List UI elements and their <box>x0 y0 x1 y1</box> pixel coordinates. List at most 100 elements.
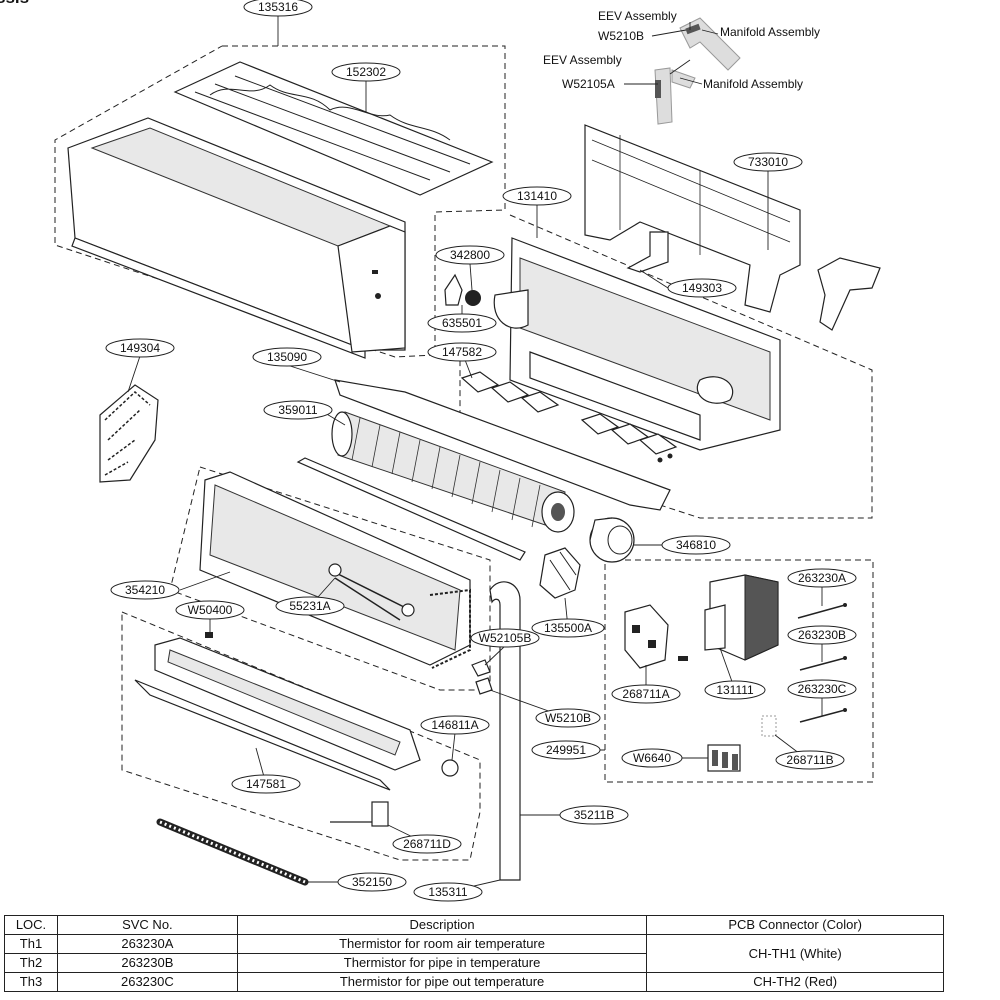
table-row: Th2 263230B Thermistor for pipe in tempe… <box>4 953 944 973</box>
header-pcb-connector: PCB Connector (Color) <box>646 915 944 935</box>
callout-eev-assembly-2: EEV Assembly <box>543 53 622 67</box>
svg-text:263230B: 263230B <box>798 628 846 642</box>
label-268711B: 268711B <box>775 750 845 770</box>
svg-text:147582: 147582 <box>442 345 482 359</box>
svg-text:W6640: W6640 <box>633 751 671 765</box>
label-W50400: W50400 <box>175 600 245 620</box>
label-35211B: 35211B <box>559 805 629 825</box>
side-cover-left-part <box>99 384 159 483</box>
svg-text:135090: 135090 <box>267 350 307 364</box>
callout-w5210b: W5210B <box>598 29 644 43</box>
callout-eev-assembly-1: EEV Assembly <box>598 9 677 23</box>
cell-connector: CH-TH1 (White) <box>646 934 944 973</box>
step-motor-part <box>444 273 481 306</box>
callout-w52105a: W52105A <box>562 77 615 91</box>
svg-text:131410: 131410 <box>517 189 557 203</box>
svg-text:268711A: 268711A <box>622 687 669 701</box>
installation-plate-part <box>584 124 801 313</box>
cell-loc: Th1 <box>4 934 58 954</box>
cell-svc: 263230B <box>56 953 238 973</box>
pipe-clips-part <box>471 659 493 695</box>
front-panel-part <box>67 117 406 359</box>
label-135316: 135316 <box>243 0 313 17</box>
small-connector-part <box>761 715 777 737</box>
cell-svc: 263230A <box>56 934 238 954</box>
group-outline-evaporator <box>169 466 491 691</box>
cell-desc: Thermistor for room air temperature <box>236 934 648 954</box>
stabilizer-part <box>334 379 671 511</box>
header-description: Description <box>236 915 648 935</box>
label-W52105B: W52105B <box>470 628 540 648</box>
label-135500A: 135500A <box>531 618 605 638</box>
svg-text:354210: 354210 <box>125 583 165 597</box>
evaporator-part <box>199 471 471 669</box>
cell-connector: CH-TH2 (Red) <box>646 972 944 992</box>
label-131410: 131410 <box>502 186 572 206</box>
label-55231A: 55231A <box>275 596 345 616</box>
chassis-body-part <box>493 237 781 451</box>
svg-text:135316: 135316 <box>258 0 298 14</box>
table-row: Th3 263230C Thermistor for pipe out temp… <box>4 972 944 992</box>
drain-pan-part <box>134 637 421 791</box>
svg-text:146811A: 146811A <box>431 718 478 732</box>
exploded-parts-diagram: 135316 152302 733010 131410 342800 14930… <box>54 0 881 902</box>
cell-svc: 263230C <box>56 972 238 992</box>
svg-text:35211B: 35211B <box>574 808 614 822</box>
label-268711A: 268711A <box>611 684 681 704</box>
manifold-assembly-lower-part <box>654 67 696 125</box>
thermistor-holder-part <box>330 801 389 827</box>
refrigerant-pipe-part <box>489 581 521 881</box>
svg-text:268711B: 268711B <box>786 753 833 767</box>
label-359011: 359011 <box>263 400 333 420</box>
label-733010: 733010 <box>733 152 803 172</box>
terminal-block-part <box>707 744 741 772</box>
label-263230B: 263230B <box>787 625 857 645</box>
callout-manifold-assembly-1: Manifold Assembly <box>720 25 820 39</box>
svg-text:147581: 147581 <box>246 777 286 791</box>
svg-text:733010: 733010 <box>748 155 788 169</box>
svg-text:359011: 359011 <box>278 403 317 417</box>
svg-text:342800: 342800 <box>450 248 490 262</box>
label-135311: 135311 <box>413 882 483 902</box>
label-263230A: 263230A <box>787 568 857 588</box>
louver-blades-part <box>460 371 678 463</box>
filter-grille-part <box>173 61 494 196</box>
callout-manifold-assembly-2: Manifold Assembly <box>703 77 803 91</box>
svg-text:W52105B: W52105B <box>479 631 532 645</box>
label-152302: 152302 <box>331 62 401 82</box>
page-title: ssis <box>0 0 29 8</box>
table-row: Th1 263230A Thermistor for room air temp… <box>4 934 944 973</box>
label-149304: 149304 <box>105 338 175 358</box>
label-635501: 635501 <box>427 313 497 333</box>
svg-text:149303: 149303 <box>682 281 722 295</box>
label-149303: 149303 <box>667 278 737 298</box>
svg-text:352150: 352150 <box>352 875 392 889</box>
label-W5210B-lower: W5210B <box>535 708 601 728</box>
svg-text:268711D: 268711D <box>403 837 451 851</box>
cell-desc: Thermistor for pipe out temperature <box>236 972 648 992</box>
label-147582: 147582 <box>427 342 497 362</box>
control-box-part <box>704 574 779 661</box>
thermistor-wires-part <box>797 603 847 723</box>
label-147581: 147581 <box>231 774 301 794</box>
header-svc-no: SVC No. <box>56 915 238 935</box>
svg-text:152302: 152302 <box>346 65 386 79</box>
svg-text:149304: 149304 <box>120 341 160 355</box>
cell-desc: Thermistor for pipe in temperature <box>236 953 648 973</box>
cell-loc: Th2 <box>4 953 58 973</box>
label-346810: 346810 <box>661 535 731 555</box>
motor-holder-part <box>539 547 581 599</box>
group-outline-drain <box>121 611 481 861</box>
part-number-labels: 135316 152302 733010 131410 342800 14930… <box>105 0 857 902</box>
label-135090: 135090 <box>252 347 322 367</box>
svg-text:135500A: 135500A <box>544 621 592 635</box>
svg-text:263230A: 263230A <box>798 571 846 585</box>
eev-callouts: EEV Assembly W5210B Manifold Assembly EE… <box>543 9 820 91</box>
hose-clip-part <box>626 231 669 273</box>
svg-text:635501: 635501 <box>442 316 482 330</box>
svg-text:W5210B: W5210B <box>545 711 591 725</box>
svg-text:131111: 131111 <box>716 683 754 697</box>
svg-text:346810: 346810 <box>676 538 716 552</box>
label-131111: 131111 <box>704 680 766 700</box>
label-249951: 249951 <box>531 740 601 760</box>
